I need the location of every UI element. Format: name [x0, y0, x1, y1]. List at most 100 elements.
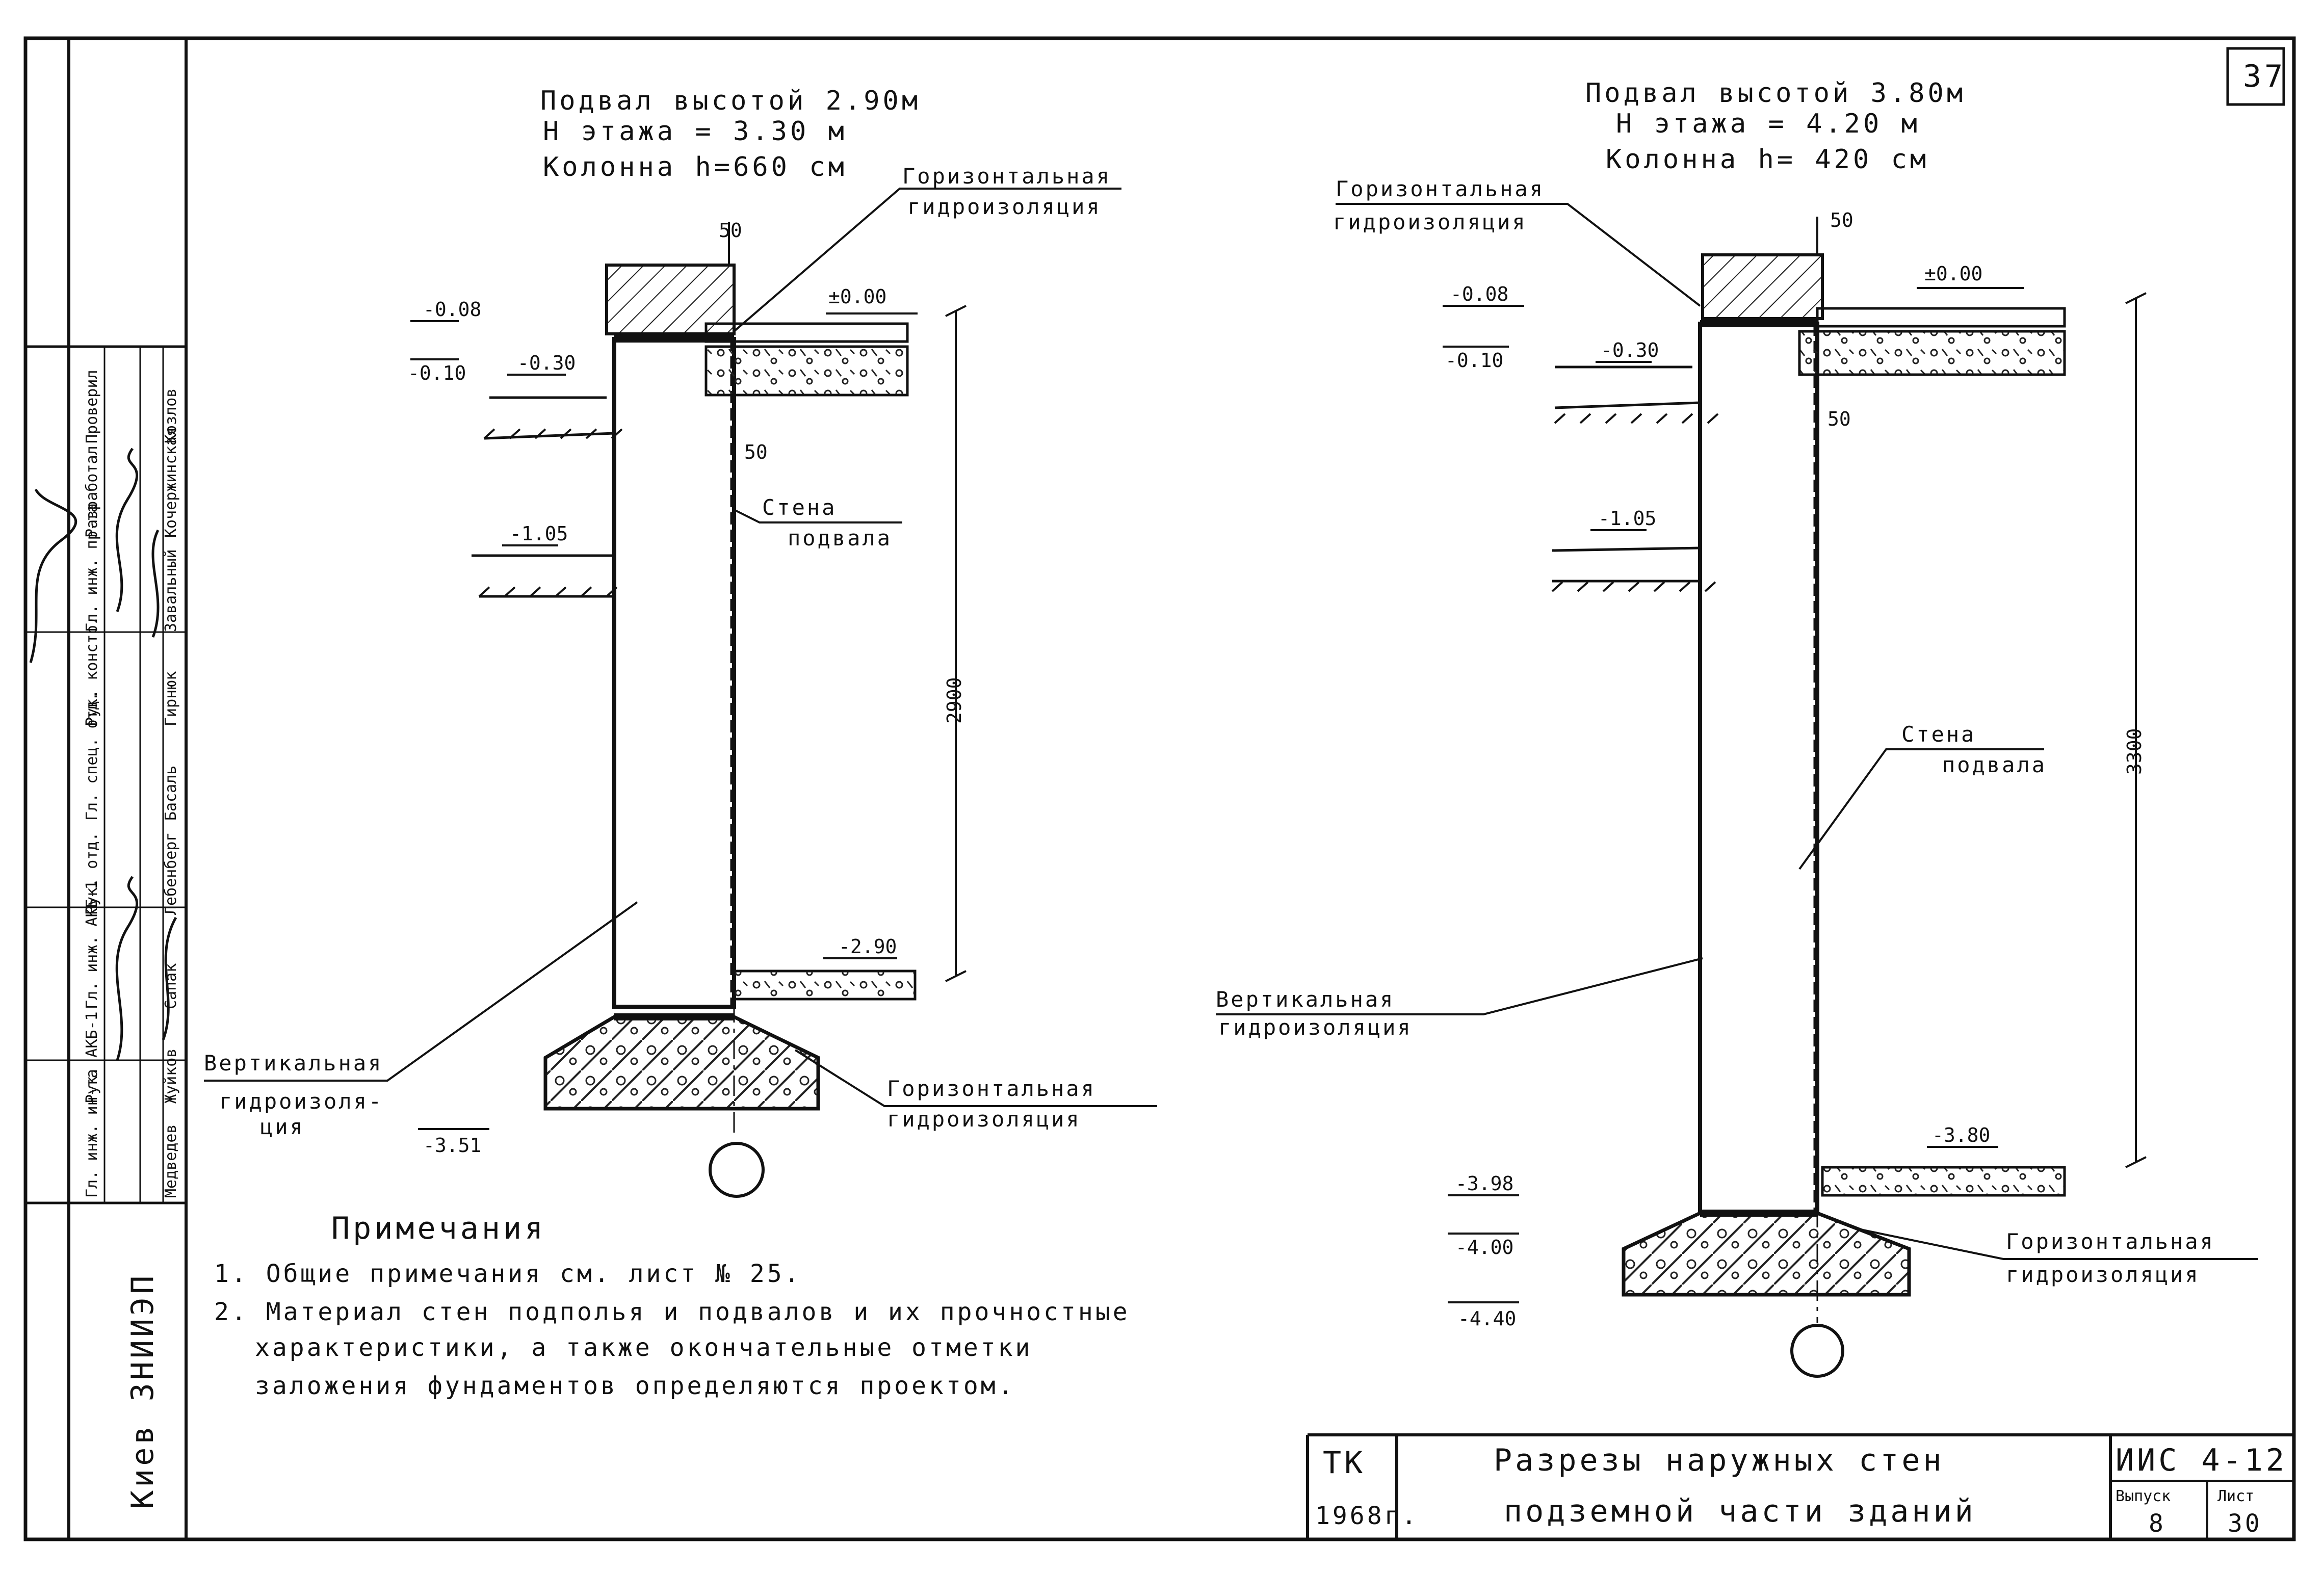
label-horizontal-bottom-1: Горизонтальная [2006, 1229, 2215, 1254]
label-wall-2: подвала [788, 526, 892, 551]
sidebar-roles-7: Разработал [83, 446, 101, 538]
elev-label: -3.51 [423, 1134, 481, 1157]
ground-hatch [1551, 581, 1716, 592]
elev-label: -2.90 [839, 935, 897, 958]
elev-label: -0.08 [1450, 283, 1508, 305]
sheet-number-box: 37 [2226, 47, 2286, 106]
elevation-mark-m000: ±0.00 [826, 285, 918, 315]
ground-hatch [478, 586, 618, 597]
tb-title-2: подземной части зданий [1504, 1494, 1976, 1529]
basement-floor [1821, 1166, 2066, 1197]
signature-scribble [115, 448, 139, 612]
label-vertical-1: Вертикальная [1216, 987, 1395, 1012]
strip-footing [543, 1015, 820, 1111]
elev-label: -1.05 [1598, 507, 1656, 530]
note-4: заложения фундаментов определяются проек… [255, 1372, 1015, 1400]
tb-tk: ТК [1323, 1445, 1366, 1481]
sidebar-roles-3: Рук. отд. [83, 832, 101, 915]
right-header-line2: H этажа = 4.20 м [1616, 109, 1920, 139]
tb-title-1: Разрезы наружных стен [1494, 1443, 1945, 1478]
signature-scribble [151, 529, 160, 638]
elevation-mark-m010: -0.10 [1443, 346, 1509, 372]
elev-label: -0.10 [408, 362, 466, 384]
tb-issue-label: Выпуск [2116, 1487, 2171, 1505]
left-header-line1: Подвал высотой 2.90м [540, 86, 921, 116]
left-header-line2: H этажа = 3.30 м [543, 116, 847, 147]
right-section: Подвал высотой 3.80м H этажа = 4.20 м Ко… [1216, 78, 2258, 1378]
sheet-number: 37 [2243, 59, 2286, 94]
sidebar-org: Киев ЗНИИЭП [125, 1273, 161, 1509]
elev-label: -1.05 [510, 522, 568, 545]
sidebar-names-3: Лебенберг [162, 832, 180, 915]
sidebar-roles-0: Гл. инж. ин-та [83, 1069, 101, 1198]
elevation-mark-m400: -4.00 [1448, 1233, 1519, 1259]
dim-50-top: 50 [1830, 209, 1853, 231]
frame-border [23, 36, 2296, 1541]
label-vertical-2: гидроизоля- [219, 1089, 383, 1114]
signature-scribble [29, 488, 77, 663]
left-section: Подвал высотой 2.90м H этажа = 3.30 м Ко… [204, 86, 1157, 1198]
elevation-mark-m380: -3.80 [1927, 1124, 1998, 1148]
dim-height: 2900 [943, 677, 965, 724]
elevation-mark-m351: -3.51 [418, 1128, 489, 1157]
sidebar-names-1: Жуйков [162, 1049, 180, 1104]
elevation-mark-m008: -0.08 [410, 298, 481, 322]
floor-build-up [1798, 330, 2066, 376]
basement-floor [733, 970, 917, 1001]
signature-scribble [162, 916, 177, 1040]
sidebar-names: Медведев Жуйков Сапак Лебенберг Басаль Гирнюк… [162, 388, 180, 1198]
sidebar-names-5: Гирнюк [162, 671, 180, 726]
sidebar-names-7: Кочержинская [162, 427, 180, 538]
elevation-mark-m105: -1.05 [1590, 507, 1656, 531]
ground-line [1552, 546, 1701, 552]
sidebar-names-2: Сапак [162, 963, 180, 1009]
column-base [1701, 253, 1824, 320]
sidebar-roles-6: Гл. инж. пр-та [83, 503, 101, 632]
label-horizontal-bottom-2: гидроизоляция [887, 1107, 1081, 1132]
elevation-mark-m010: -0.10 [408, 358, 466, 384]
elev-label: ±0.00 [828, 285, 886, 308]
basement-wall [1698, 322, 1819, 1215]
dim-50-side: 50 [744, 441, 768, 463]
floor-slab [1816, 307, 2066, 328]
axis-bubble [709, 1142, 765, 1198]
sidebar-names-4: Басаль [162, 766, 180, 821]
signature-scribble [115, 876, 139, 1061]
elevation-mark-m030: -0.30 [507, 352, 576, 376]
elevation-mark-m008: -0.08 [1443, 283, 1524, 307]
strip-footing [1622, 1211, 1911, 1297]
sidebar-names-0: Медведев [162, 1124, 180, 1198]
label-horizontal-bottom-2: гидроизоляция [2006, 1262, 2200, 1287]
elevation-mark-m105: -1.05 [502, 522, 568, 546]
tb-code: ИИС 4-12 [2116, 1443, 2287, 1478]
note-3: характеристики, а также окончательные от… [255, 1333, 1032, 1362]
floor-slab [704, 322, 909, 343]
sidebar-roles-5: Рук. констр. [83, 616, 101, 726]
note-2: 2. Материал стен подполья и подвалов и и… [214, 1298, 1130, 1326]
sidebar-names-8: Козлов [162, 388, 180, 443]
ground-line [484, 432, 615, 440]
tb-sheet-value: 30 [2228, 1509, 2262, 1538]
ground-hatch [483, 428, 623, 439]
elevation-mark-m290: -2.90 [823, 935, 897, 959]
label-wall-1: Стена [1901, 722, 1976, 747]
note-1: 1. Общие примечания см. лист № 25. [214, 1260, 802, 1288]
axis-bubble [1790, 1324, 1844, 1378]
dim-50-top: 50 [719, 219, 742, 242]
right-header-line3: Колонна h= 420 см [1606, 144, 1929, 175]
sidebar-roles-8: Проверил [83, 370, 101, 444]
sidebar-roles-2: Гл. инж. АКБ-1 [83, 880, 101, 1009]
sidebar-roles-4: Гл. спец. отд. [83, 692, 101, 821]
elev-label: ±0.00 [1924, 263, 1982, 285]
elev-label: -3.98 [1455, 1172, 1513, 1195]
elevation-mark-m030: -0.30 [1596, 339, 1659, 363]
label-wall-2: подвала [1942, 752, 2047, 777]
notes-title: Примечания [331, 1211, 546, 1246]
elev-label: -3.80 [1932, 1124, 1990, 1146]
tb-year: 1968г. [1315, 1502, 1419, 1530]
label-horizontal-top-1: Горизонтальная [1336, 176, 1545, 201]
right-header-line1: Подвал высотой 3.80м [1585, 78, 1966, 109]
label-horizontal-bottom-1: Горизонтальная [887, 1076, 1096, 1101]
